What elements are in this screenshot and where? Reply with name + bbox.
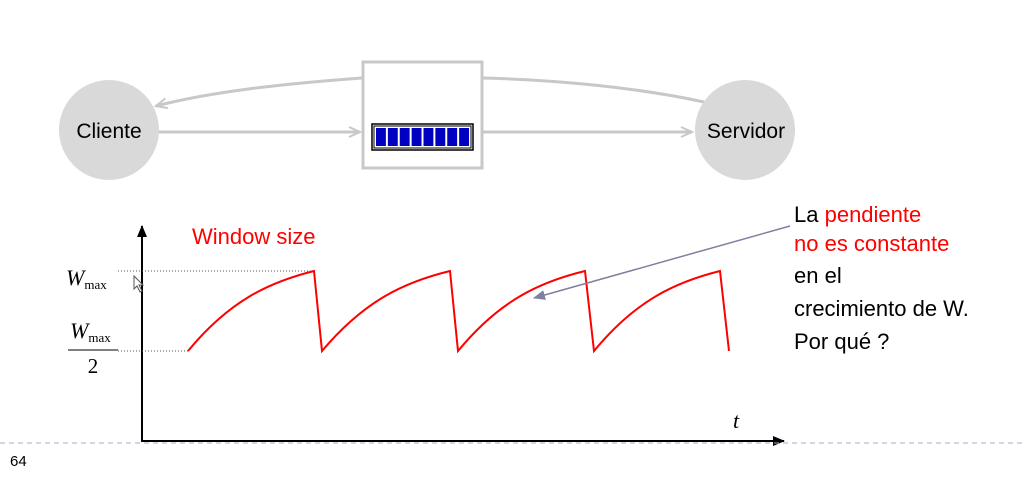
wmax-label: Wmax [66, 265, 107, 292]
queue-buffer [371, 123, 474, 151]
return-arrow-left [156, 76, 363, 106]
slope-note: La pendiente no es constante en el creci… [533, 202, 969, 354]
server-label: Servidor [707, 120, 785, 143]
queue-packet [387, 128, 398, 146]
queue-packet [459, 128, 470, 146]
half-wmax-denominator: 2 [88, 354, 99, 378]
x-axis-label: t [733, 408, 740, 433]
half-wmax-subscript: max [88, 330, 111, 345]
window-size-curve [187, 269, 730, 354]
queue-packet [399, 128, 410, 146]
half-wmax-symbol: W [70, 318, 90, 343]
svg-text:Wmax: Wmax [70, 318, 111, 345]
queue-packet [447, 128, 458, 146]
chart-title: Window size [192, 224, 315, 249]
window-size-chart: Window size Wmax Wmax 2 t [66, 224, 785, 446]
return-path-right [482, 76, 705, 104]
router-box [361, 60, 484, 170]
svg-text:La pendiente: La pendiente [794, 202, 921, 227]
client-node: Cliente [59, 80, 159, 180]
note-line3: en el [794, 263, 842, 288]
note-line4: crecimiento de W. [794, 296, 969, 321]
queue-packet [435, 128, 446, 146]
note-line5: Por qué ? [794, 329, 889, 354]
note-line2: no es constante [794, 231, 949, 256]
half-wmax-label: Wmax 2 [68, 318, 118, 378]
page-number: 64 [10, 453, 27, 470]
server-node: Servidor [695, 80, 795, 180]
wmax-subscript: max [84, 277, 107, 292]
queue-packet [423, 128, 434, 146]
queue-packet [411, 128, 422, 146]
queue-packet [376, 128, 386, 146]
note-pointer-arrow [533, 225, 791, 300]
network-diagram: Cliente Servidor [59, 60, 795, 180]
note-line1-plain: La [794, 202, 825, 227]
note-line1-red: pendiente [825, 202, 922, 227]
wmax-symbol: W [66, 265, 86, 290]
client-label: Cliente [76, 120, 141, 143]
mouse-cursor-icon [133, 274, 145, 293]
